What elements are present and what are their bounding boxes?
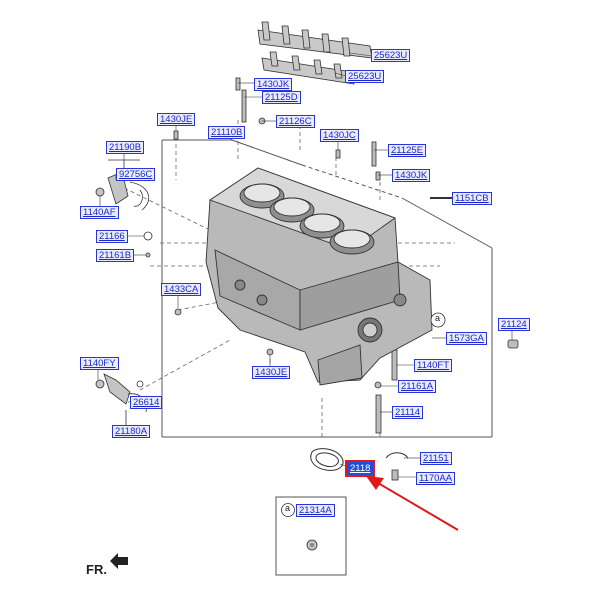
- part-label-21114[interactable]: 21114: [392, 406, 424, 419]
- part-label-92756c[interactable]: 92756C: [116, 168, 156, 181]
- callout-letter-main: a: [435, 313, 441, 323]
- part-label-1430jc[interactable]: 1430JC: [320, 129, 359, 142]
- left-bracket-parts: [95, 159, 150, 426]
- front-direction-arrow-icon: [110, 553, 128, 569]
- part-label-21124[interactable]: 21124: [498, 318, 530, 331]
- part-label-1140fy[interactable]: 1140FY: [80, 357, 119, 370]
- part-label-21190b[interactable]: 21190B: [106, 141, 145, 154]
- part-label-1170aa[interactable]: 1170AA: [416, 472, 456, 485]
- studs-and-pins: [143, 77, 519, 481]
- part-label-25623u-lower[interactable]: 25623U: [345, 70, 385, 83]
- callout-letter-inset: a: [285, 503, 291, 513]
- part-label-1430je-bottom[interactable]: 1430JE: [252, 366, 291, 379]
- part-label-1573ga[interactable]: 1573GA: [446, 332, 487, 345]
- part-label-21125e[interactable]: 21125E: [388, 144, 427, 157]
- part-label-2118-highlighted[interactable]: 2118: [345, 460, 376, 477]
- part-label-21180a[interactable]: 21180A: [112, 425, 151, 438]
- part-label-1151cb[interactable]: 1151CB: [452, 192, 492, 205]
- part-label-1430je-top[interactable]: 1430JE: [157, 113, 196, 126]
- part-label-21314a[interactable]: 21314A: [296, 504, 335, 517]
- callout-circle-main: [430, 312, 446, 328]
- gasket-seal: [310, 448, 409, 471]
- detail-inset-box: [275, 496, 347, 576]
- part-label-21126c[interactable]: 21126C: [276, 115, 315, 128]
- part-label-1433ca[interactable]: 1433CA: [161, 283, 202, 296]
- part-label-21151[interactable]: 21151: [420, 452, 452, 465]
- part-label-21166[interactable]: 21166: [96, 230, 128, 243]
- part-label-21161b[interactable]: 21161B: [96, 249, 135, 262]
- assembly-boundary-box: [161, 139, 493, 438]
- part-label-1140ft[interactable]: 1140FT: [414, 359, 453, 372]
- part-label-1430jk-right[interactable]: 1430JK: [392, 169, 431, 182]
- part-label-21110b[interactable]: 21110B: [208, 126, 246, 139]
- part-label-1140af[interactable]: 1140AF: [80, 206, 119, 219]
- cylinder-block: [205, 167, 433, 386]
- front-direction-label: FR.: [86, 562, 107, 577]
- part-label-21125d[interactable]: 21125D: [262, 91, 301, 104]
- part-label-25623u-upper[interactable]: 25623U: [371, 49, 411, 62]
- part-label-26614[interactable]: 26614: [130, 396, 163, 409]
- part-label-21161a[interactable]: 21161A: [398, 380, 437, 393]
- red-pointer-arrow: [366, 476, 459, 531]
- part-label-1430jk-top[interactable]: 1430JK: [254, 78, 293, 91]
- bearing-cap-set-lower: [261, 51, 355, 85]
